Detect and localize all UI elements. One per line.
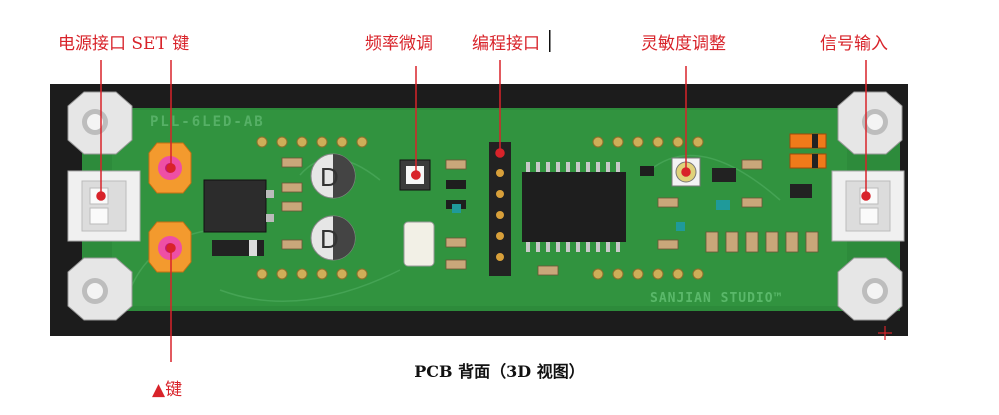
crystal-oscillator [403,221,435,267]
diode-top-right [789,133,827,169]
axis-marker [878,326,892,340]
label-up-key: ▲键 [152,380,183,400]
diode-left [212,240,264,256]
mount-standoff-top-right [837,91,903,155]
mount-standoff-bottom-right [837,257,903,321]
voltage-regulator [203,179,274,233]
microcontroller-ic [522,162,626,252]
label-sensitivity-adjust: 灵敏度调整 [641,34,726,54]
callout-lines [96,60,871,362]
label-signal-input: 信号输入 [820,34,888,54]
text-cursor [549,30,551,52]
mount-standoff-top-left [67,91,133,155]
mount-standoff-bottom-left [67,257,133,321]
capacitor-bottom: D [310,215,356,261]
power-connector [67,170,141,242]
capacitor-label: D [320,224,339,254]
pad-rows [256,136,704,280]
capacitor-label: D [320,162,339,192]
transistor-smd [712,168,736,182]
label-frequency-tuning: 频率微调 [365,34,433,54]
programming-header [489,142,511,276]
capacitor-top: D [310,153,356,199]
silk-text-top: PLL-6LED-AB [150,114,265,130]
figure-caption: PCB 背面（3D 视图） [414,362,585,381]
silk-text-bottom: SANJIAN STUDIO™ [650,291,782,306]
signal-input-connector [831,170,905,242]
smd-resistors [281,157,819,276]
label-programming-port: 编程接口 [472,34,540,54]
transistor-smd-right [790,184,812,198]
label-power-set-key: 电源接口 SET 键 [58,34,190,54]
